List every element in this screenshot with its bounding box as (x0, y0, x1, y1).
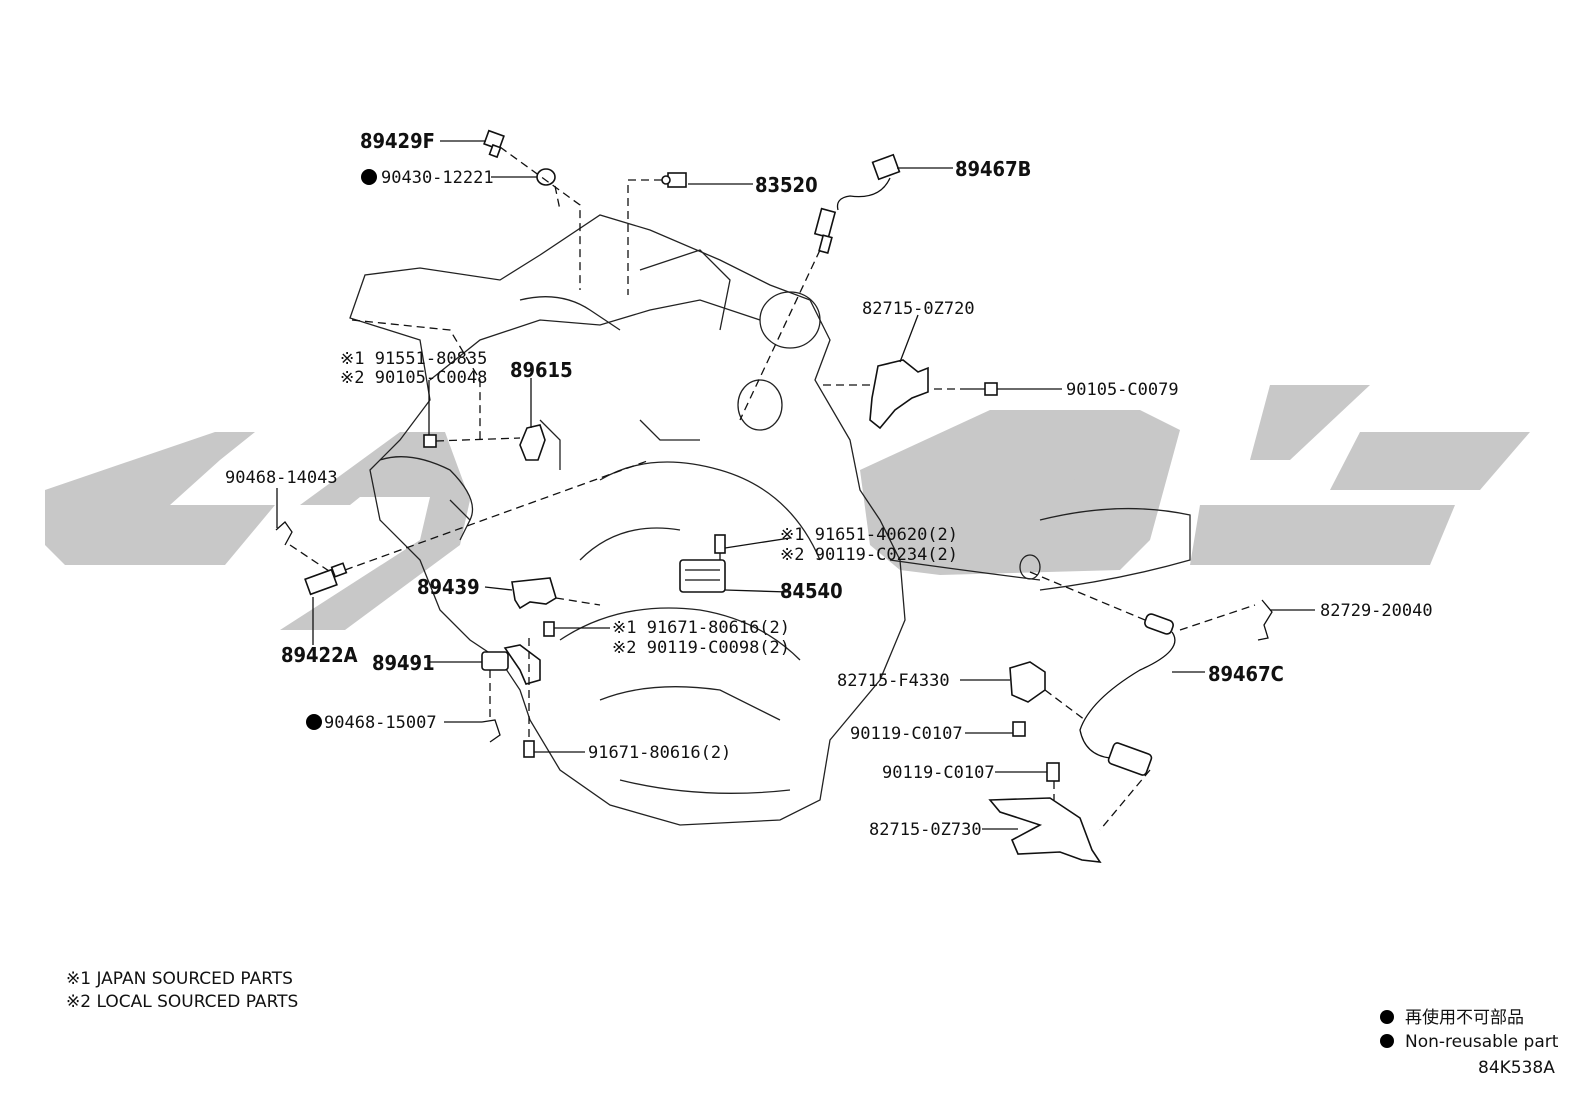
label-89439: 89439 (417, 575, 480, 599)
sensor-89491-part (481, 644, 541, 685)
bracket-82715-F4330-part (1009, 661, 1046, 703)
note-japan-sourced: ※1 JAPAN SOURCED PARTS (66, 969, 293, 989)
bolt-91651-part (714, 534, 726, 554)
oxygen-sensor-89467B-part (813, 153, 901, 255)
label-89422A: 89422A (281, 643, 358, 667)
label-90430-12221: 90430-12221 (381, 168, 494, 188)
label-90105-C0079: 90105-C0079 (1066, 380, 1179, 400)
label-91671-80616-a: ※1 91671-80616(2) (612, 618, 790, 638)
switch-84540-part (679, 559, 726, 593)
label-90119-C0098: ※2 90119-C0098(2) (612, 638, 790, 658)
bracket-82715-0Z730-part (988, 797, 1102, 863)
label-84540: 84540 (780, 579, 843, 603)
label-82715-0Z720: 82715-0Z720 (862, 299, 975, 319)
transmission-assembly (349, 214, 1191, 826)
bolt-90105-C0079-part (968, 382, 998, 396)
label-90105-C0048: ※2 90105-C0048 (340, 368, 487, 388)
bracket-82715-0Z720-part (869, 359, 929, 430)
sensor-89422A-part (304, 562, 348, 596)
bracket-89439-part (511, 577, 557, 610)
label-89467B: 89467B (955, 157, 1031, 181)
non-reusable-dot-90468-15007 (306, 714, 322, 730)
assembly-dashed-lines (289, 146, 1256, 831)
non-reusable-dot-90430 (361, 169, 377, 185)
legend-text-jp: 再使用不可部品 (1405, 1007, 1524, 1028)
label-83520: 83520 (755, 173, 818, 197)
legend-text-en: Non-reusable part (1405, 1032, 1559, 1052)
leader-lines (276, 140, 1315, 830)
legend-dot-icon (1380, 1034, 1394, 1048)
legend: 再使用不可部品 Non-reusable part (1380, 1007, 1559, 1052)
bolt-91671-a-part (543, 621, 555, 637)
label-82715-0Z730: 82715-0Z730 (869, 820, 982, 840)
label-89467C: 89467C (1208, 662, 1284, 686)
note-local-sourced: ※2 LOCAL SOURCED PARTS (66, 992, 298, 1012)
label-90468-15007: 90468-15007 (324, 713, 437, 733)
label-89429F: 89429F (360, 129, 435, 153)
part-labels: 89429F 90430-12221 83520 89467B 82715-0Z… (225, 129, 1433, 840)
label-89615: 89615 (510, 358, 573, 382)
oxygen-sensor-89467C-part (1079, 613, 1176, 776)
clip-90468-15007-part (481, 719, 501, 743)
label-91551-80835: ※1 91551-80835 (340, 349, 487, 369)
label-91671-80616-b: 91671-80616(2) (588, 743, 731, 763)
bolt-91671-b-part (523, 740, 535, 758)
bolt-90119-C0107-a-part (1012, 721, 1026, 737)
label-90119-C0234: ※2 90119-C0234(2) (780, 545, 958, 565)
legend-dot-icon (1380, 1010, 1394, 1024)
diagram-code: 84K538A (1478, 1058, 1555, 1078)
bolt-90119-C0107-b-part (1046, 762, 1060, 782)
label-90119-C0107-b: 90119-C0107 (882, 763, 995, 783)
clip-82729-part (1257, 599, 1273, 641)
label-91651-40620: ※1 91651-40620(2) (780, 525, 958, 545)
label-90119-C0107-a: 90119-C0107 (850, 724, 963, 744)
gasket-90430-part (536, 168, 556, 186)
label-89491: 89491 (372, 651, 435, 675)
watermark-logo (45, 385, 1530, 630)
label-90468-14043: 90468-14043 (225, 468, 338, 488)
clip-90468-14043-part (275, 521, 293, 546)
label-82715-F4330: 82715-F4330 (837, 671, 950, 691)
label-82729-20040: 82729-20040 (1320, 601, 1433, 621)
sensor-89615-part (519, 424, 546, 461)
switch-83520-part (661, 172, 687, 188)
sensor-89429F-part (483, 129, 505, 159)
bolt-90105-C0048-part (423, 434, 437, 448)
